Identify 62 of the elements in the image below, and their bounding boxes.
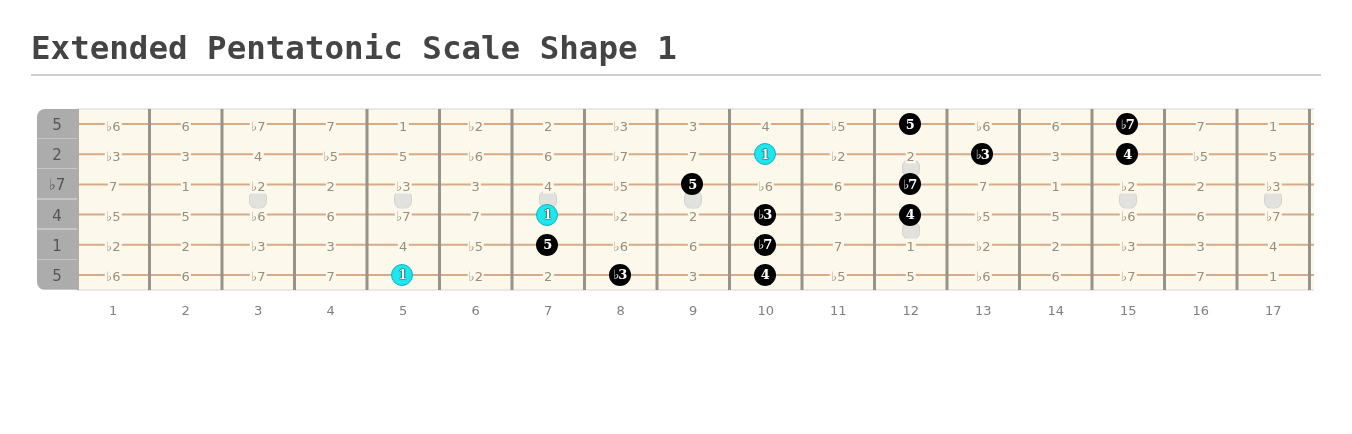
interval-label: ♭5 <box>105 208 122 224</box>
interval-label: ♭7 <box>250 268 267 284</box>
interval-label: ♭5 <box>975 208 992 224</box>
fret-number: 16 <box>1192 302 1209 318</box>
fret-number: 12 <box>902 302 919 318</box>
interval-label: ♭3 <box>250 238 267 254</box>
interval-label: ♭3 <box>395 178 412 194</box>
interval-label: ♭2 <box>612 208 629 224</box>
fret-number: 17 <box>1265 302 1282 318</box>
fret-number: 7 <box>544 302 553 318</box>
fret-number: 5 <box>399 302 408 318</box>
open-string-label: ♭7 <box>48 176 66 194</box>
open-string-label: 4 <box>52 207 62 225</box>
interval-label: ♭6 <box>612 238 629 254</box>
interval-label: ♭7 <box>1120 268 1137 284</box>
fret-number: 10 <box>757 302 774 318</box>
interval-label: ♭5 <box>467 238 484 254</box>
fret-number: 2 <box>181 302 190 318</box>
fret-number: 4 <box>326 302 335 318</box>
interval-label: ♭5 <box>830 268 847 284</box>
interval-label: ♭5 <box>322 148 339 164</box>
interval-label: ♭6 <box>1120 208 1137 224</box>
interval-label: ♭2 <box>467 118 484 134</box>
open-string-label: 1 <box>52 237 62 255</box>
interval-label: ♭3 <box>1265 178 1282 194</box>
fret-number: 13 <box>975 302 992 318</box>
interval-label: ♭6 <box>105 118 122 134</box>
interval-label: ♭2 <box>467 268 484 284</box>
interval-label: ♭3 <box>612 118 629 134</box>
open-string-label: 5 <box>52 267 62 285</box>
interval-label: ♭6 <box>975 268 992 284</box>
diagram-title: Extended Pentatonic Scale Shape 1 <box>31 29 677 67</box>
fret-number: 11 <box>830 302 847 318</box>
interval-label: ♭2 <box>105 238 122 254</box>
interval-label: ♭3 <box>1120 238 1137 254</box>
fret-number: 1 <box>109 302 118 318</box>
interval-label: ♭5 <box>612 178 629 194</box>
interval-label: ♭3 <box>105 148 122 164</box>
fret-number: 14 <box>1047 302 1064 318</box>
interval-label: 1 <box>905 238 916 254</box>
interval-label: ♭6 <box>250 208 267 224</box>
interval-label: ♭7 <box>395 208 412 224</box>
interval-label: ♭6 <box>757 178 774 194</box>
open-string-label: 5 <box>52 116 62 134</box>
interval-label: ♭6 <box>467 148 484 164</box>
interval-label: ♭5 <box>830 118 847 134</box>
interval-label: ♭5 <box>1192 148 1209 164</box>
interval-label: ♭2 <box>1120 178 1137 194</box>
interval-label: ♭2 <box>975 238 992 254</box>
interval-label: ♭6 <box>105 268 122 284</box>
fret-number: 8 <box>616 302 625 318</box>
fret-number: 3 <box>254 302 263 318</box>
interval-label: ♭2 <box>830 148 847 164</box>
fret-number: 15 <box>1120 302 1137 318</box>
interval-label: ♭7 <box>250 118 267 134</box>
interval-label: ♭7 <box>1265 208 1282 224</box>
fret-number: 6 <box>471 302 480 318</box>
fret-number: 9 <box>689 302 698 318</box>
interval-label: ♭7 <box>612 148 629 164</box>
interval-label: ♭6 <box>975 118 992 134</box>
interval-label: ♭2 <box>250 178 267 194</box>
open-string-label: 2 <box>52 146 62 164</box>
